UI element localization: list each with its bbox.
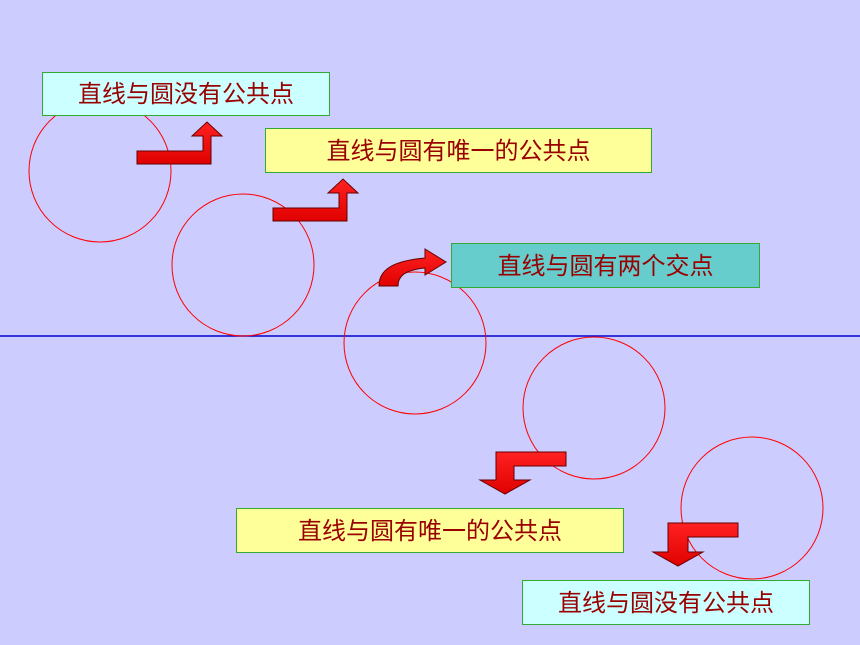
circle-tangent-lower <box>522 336 666 480</box>
bent-arrow-down-icon <box>651 522 739 567</box>
circle-no-common-point-top <box>28 99 172 243</box>
bent-arrow-up-icon <box>272 178 360 222</box>
label-no-common-point-bottom: 直线与圆没有公共点 <box>522 580 810 625</box>
label-one-common-point-lower: 直线与圆有唯一的公共点 <box>236 508 624 553</box>
curved-arrow-right-icon <box>378 248 447 287</box>
label-two-intersections: 直线与圆有两个交点 <box>451 243 760 288</box>
label-one-common-point-upper: 直线与圆有唯一的公共点 <box>265 128 652 173</box>
circle-tangent-upper <box>171 193 315 337</box>
circle-no-common-point-bottom <box>680 436 824 580</box>
bent-arrow-up-icon <box>136 121 224 165</box>
label-no-common-point-top: 直线与圆没有公共点 <box>42 72 330 116</box>
circle-secant <box>343 271 487 415</box>
bent-arrow-down-icon <box>478 451 567 495</box>
